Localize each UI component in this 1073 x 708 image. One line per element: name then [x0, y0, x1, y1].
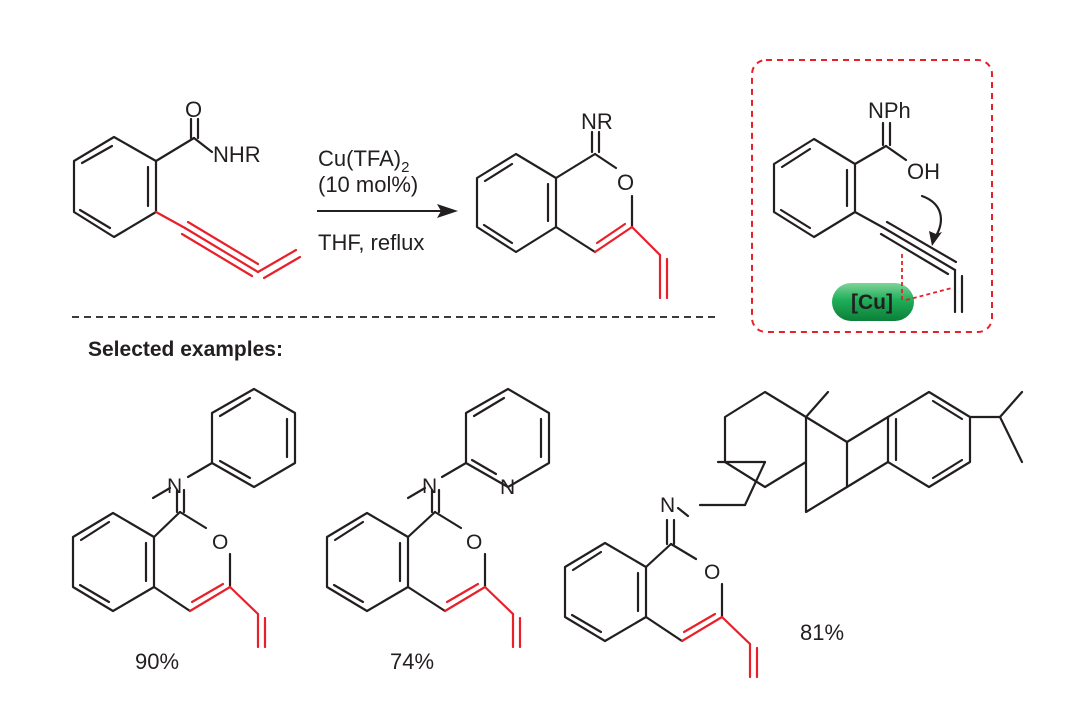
example-3-o-label: O	[704, 561, 720, 584]
example-1-n-phenyl: N O 90%	[71, 387, 297, 674]
mechanism-nph-label: NPh	[868, 98, 911, 123]
example-3-n-label: N	[660, 494, 675, 517]
example-2-imine-n-label: N	[422, 475, 437, 498]
mechanism-dashed-box	[751, 59, 993, 333]
copper-catalyst-pill	[832, 283, 914, 321]
example-1-yield: 90%	[135, 649, 179, 674]
starting-material-enynyl-benzamide: O NHR	[72, 97, 302, 280]
reaction-arrow-group: Cu(TFA)2 (10 mol%) THF, reflux	[317, 146, 458, 255]
electron-arrow-head-icon	[929, 231, 942, 246]
example-3-yield: 81%	[800, 620, 844, 645]
example-2-o-label: O	[466, 531, 482, 554]
reagent-loading-label: (10 mol%)	[318, 172, 418, 197]
section-title: Selected examples:	[88, 338, 283, 361]
mechanism-oh-label: OH	[907, 159, 940, 184]
example-1-n-label: N	[167, 475, 182, 498]
example-3-dehydroabietyl: N O 81%	[563, 390, 1024, 679]
example-1-o-label: O	[212, 531, 228, 554]
cu-alkene-coordination	[905, 287, 953, 301]
example-2-pyridine-n-label: N	[500, 476, 515, 499]
reagent-label: Cu(TFA)2	[318, 146, 409, 176]
electron-push-arrow	[920, 194, 942, 238]
copper-label: [Cu]	[851, 291, 893, 314]
product-isochromenimine: NR O	[475, 109, 669, 300]
amide-oxygen-label: O	[185, 97, 202, 122]
mechanism-inset: [Cu] NPh OH	[751, 59, 993, 333]
product-oxygen-label: O	[617, 170, 634, 195]
product-nr-label: NR	[581, 109, 613, 134]
conditions-label: THF, reflux	[318, 230, 424, 255]
example-2-yield: 74%	[390, 649, 434, 674]
example-2-n-pyridyl: N N O 74%	[325, 387, 551, 674]
amide-nhr-label: NHR	[213, 142, 261, 167]
arrow-head-icon	[437, 204, 458, 218]
